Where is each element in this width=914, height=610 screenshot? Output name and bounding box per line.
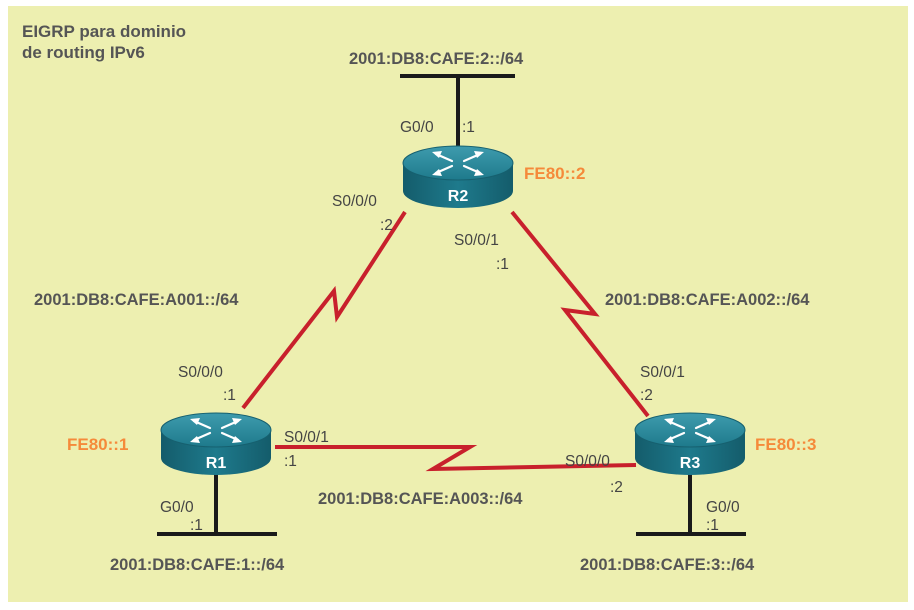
lan-iface-r2: G0/0 xyxy=(400,119,434,136)
host-r1-s001: :1 xyxy=(284,453,297,470)
iface-r2-s001: S0/0/1 xyxy=(454,232,499,249)
link-local-r2: FE80::2 xyxy=(524,164,585,183)
lan-host-r1: :1 xyxy=(190,517,203,534)
lan-prefix-r2: 2001:DB8:CAFE:2::/64 xyxy=(349,50,524,68)
router-r3[interactable]: R3 xyxy=(633,411,747,477)
link-local-r1: FE80::1 xyxy=(67,435,128,454)
link-prefix-r2-r3: 2001:DB8:CAFE:A002::/64 xyxy=(605,291,810,309)
lan-wire-r3 xyxy=(636,470,746,536)
host-r1-s000: :1 xyxy=(223,387,236,404)
link-prefix-r1-r3: 2001:DB8:CAFE:A003::/64 xyxy=(318,490,523,508)
router-r2[interactable]: R2 xyxy=(401,144,515,210)
router-name: R1 xyxy=(206,455,227,472)
lan-host-r2: :1 xyxy=(462,119,475,136)
router-name: R2 xyxy=(448,188,469,205)
diagram-title-line2: de routing IPv6 xyxy=(22,43,145,62)
iface-r3-s000: S0/0/0 xyxy=(565,453,610,470)
host-r2-s001: :1 xyxy=(496,256,509,273)
host-r3-s001: :2 xyxy=(640,387,653,404)
host-r2-s000: :2 xyxy=(380,217,393,234)
serial-link-r1-r3 xyxy=(275,445,637,472)
lan-host-r3: :1 xyxy=(706,517,719,534)
link-local-r3: FE80::3 xyxy=(755,435,816,454)
iface-r2-s000: S0/0/0 xyxy=(332,193,377,210)
host-r3-s000: :2 xyxy=(610,479,623,496)
lan-wire-r1 xyxy=(157,470,277,536)
router-r1[interactable]: R1 xyxy=(159,411,273,477)
router-name: R3 xyxy=(680,455,701,472)
iface-r3-s001: S0/0/1 xyxy=(640,364,685,381)
iface-r1-s000: S0/0/0 xyxy=(178,364,223,381)
lan-prefix-r3: 2001:DB8:CAFE:3::/64 xyxy=(580,556,755,574)
lan-wire-r2 xyxy=(400,74,515,150)
lan-iface-r1: G0/0 xyxy=(160,499,194,516)
iface-r1-s001: S0/0/1 xyxy=(284,429,329,446)
link-prefix-r1-r2: 2001:DB8:CAFE:A001::/64 xyxy=(34,291,239,309)
lan-iface-r3: G0/0 xyxy=(706,499,740,516)
serial-link-r2-r3 xyxy=(510,210,650,418)
lan-prefix-r1: 2001:DB8:CAFE:1::/64 xyxy=(110,556,285,574)
serial-link-r1-r2 xyxy=(241,210,407,410)
diagram-title-line1: EIGRP para dominio xyxy=(22,22,186,41)
